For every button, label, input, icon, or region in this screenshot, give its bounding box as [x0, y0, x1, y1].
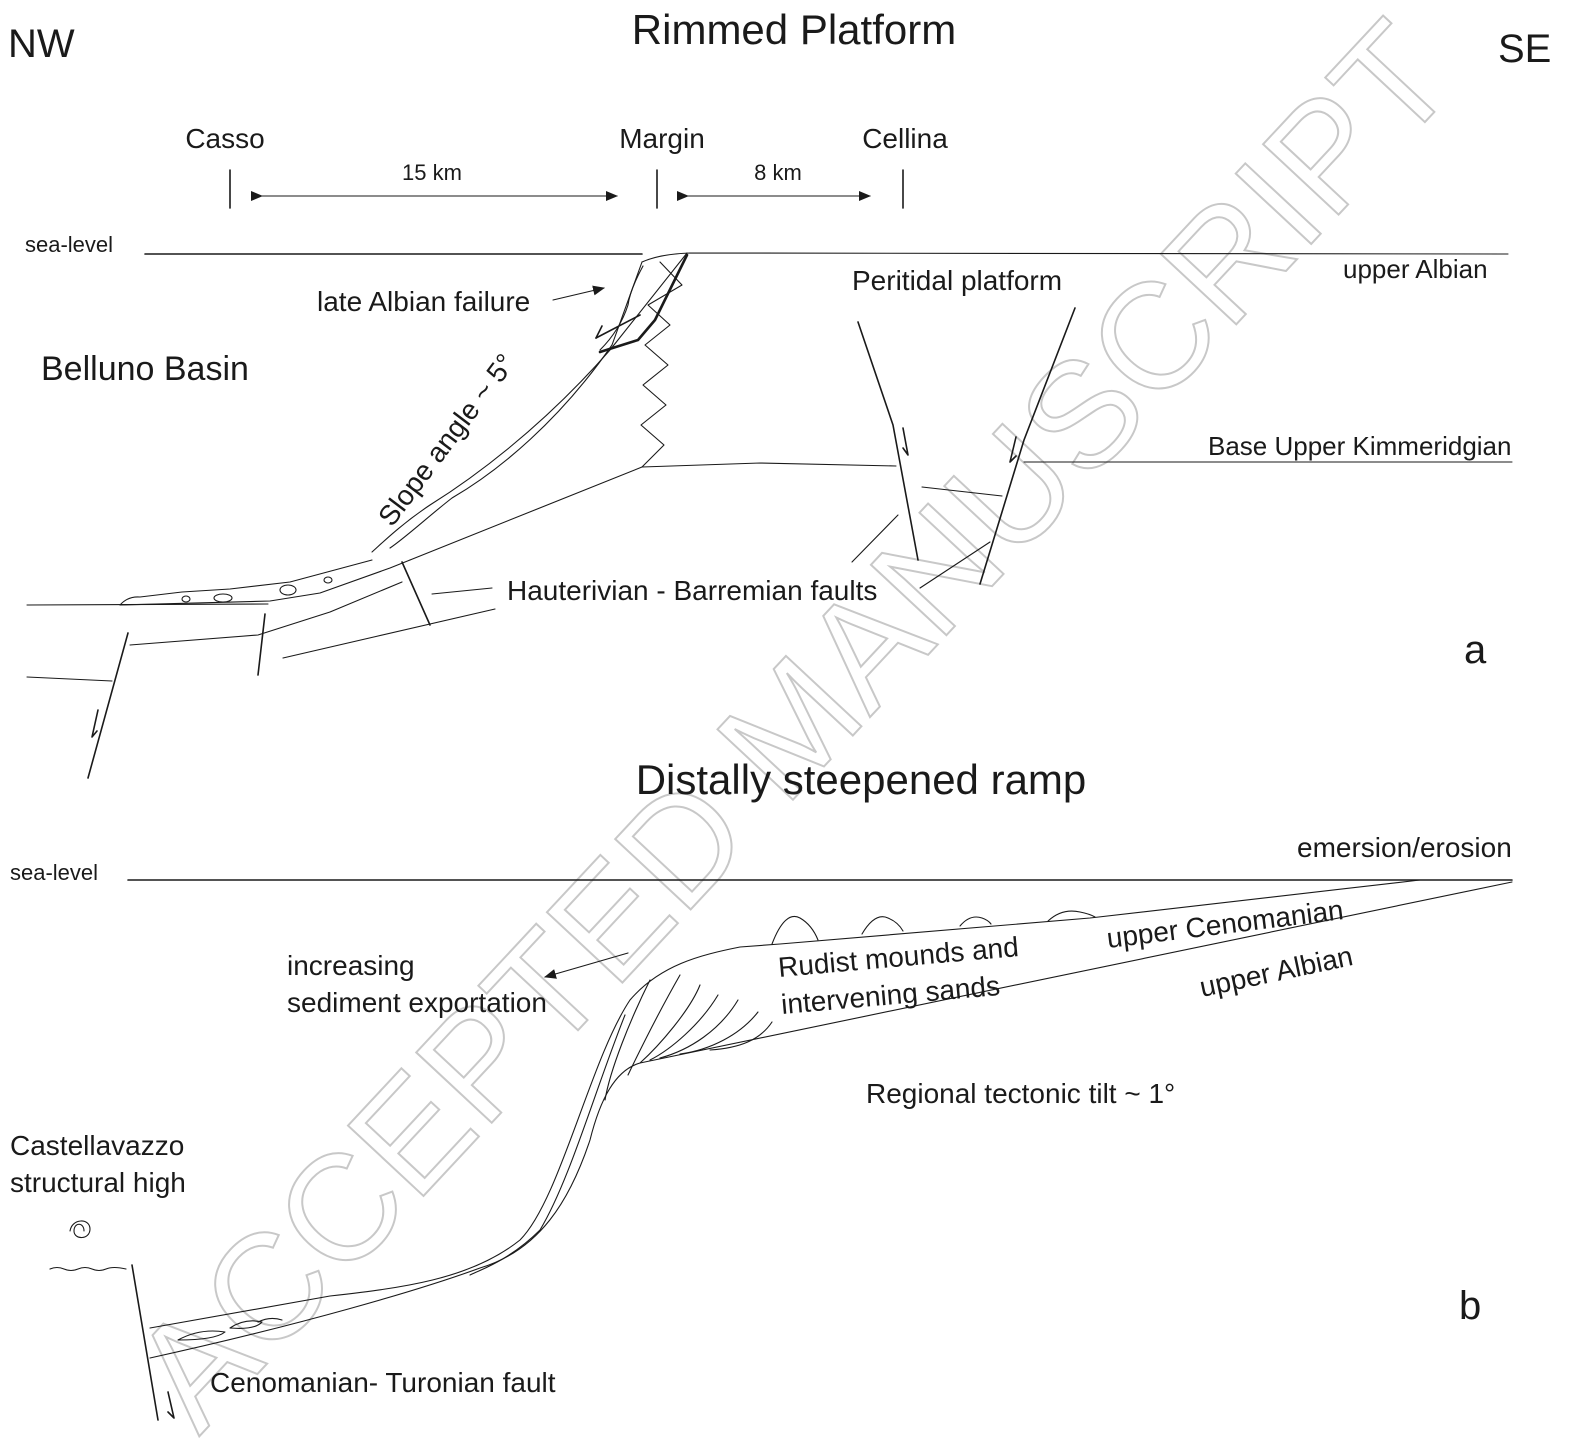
label-increasing-line1: increasing: [287, 950, 415, 981]
debris-top-line: [120, 560, 372, 605]
panel-a-letter: a: [1464, 628, 1487, 672]
debris-base-line: [120, 560, 410, 605]
watermark: ACCEPTED MANUSCRIPT: [100, 0, 1485, 1439]
locality-margin: Margin: [619, 123, 705, 154]
orientation-se: SE: [1498, 27, 1551, 71]
distance-15km: 15 km: [402, 160, 462, 185]
label-late-albian-failure: late Albian failure: [317, 286, 530, 317]
distance-8km: 8 km: [754, 160, 802, 185]
arrow-failure: [553, 288, 604, 300]
panel-b-letter: b: [1459, 1284, 1481, 1328]
label-upper-albian-b: upper Albian: [1197, 940, 1356, 1003]
label-emersion-erosion: emersion/erosion: [1297, 832, 1512, 863]
fault-hb-2: [258, 614, 265, 675]
rudist-mound: [772, 916, 818, 944]
panel-a-title: Rimmed Platform: [632, 6, 956, 53]
basin-lower-horizon: [130, 582, 402, 645]
label-ct-fault: Cenomanian- Turonian fault: [210, 1367, 556, 1398]
label-castellavazzo-line1: Castellavazzo: [10, 1130, 184, 1161]
rudist-mound: [862, 917, 903, 934]
failure-block: [600, 266, 643, 350]
label-increasing-line2: sediment exportation: [287, 987, 547, 1018]
label-base-upper-kimmeridgian: Base Upper Kimmeridgian: [1208, 431, 1511, 461]
slip-arrow-hb-1: [92, 710, 98, 737]
label-slope-angle: Slope angle ~ 5°: [372, 348, 521, 532]
leader-hb-west: [432, 588, 492, 594]
label-upper-albian-a: upper Albian: [1343, 254, 1488, 284]
clinoform-line: [710, 1022, 772, 1050]
debris-clast: [280, 585, 296, 595]
debris-clast: [214, 594, 232, 602]
high-surface-wavy: [50, 1268, 126, 1271]
sea-level-label-a: sea-level: [25, 232, 113, 257]
locality-casso: Casso: [185, 123, 264, 154]
fault-hb-1: [88, 633, 128, 778]
debris-clast: [324, 577, 332, 583]
clinoform-line: [680, 1012, 758, 1054]
locality-cellina: Cellina: [862, 123, 948, 154]
label-peritidal-platform: Peritidal platform: [852, 265, 1062, 296]
label-hauterivian-barremian-faults: Hauterivian - Barremian faults: [507, 575, 877, 606]
clinoform-line: [650, 995, 718, 1060]
rudist-mound: [960, 917, 991, 926]
fault-hb-3: [402, 562, 430, 625]
basin-deep-horizon-west: [27, 677, 112, 681]
ammonite-fossil-icon: [70, 1221, 90, 1238]
facies-zigzag: [641, 262, 682, 467]
label-regional-tilt: Regional tectonic tilt ~ 1°: [866, 1078, 1175, 1109]
label-castellavazzo-line2: structural high: [10, 1167, 186, 1198]
debris-clast: [182, 596, 190, 602]
label-belluno-basin: Belluno Basin: [41, 350, 249, 388]
sea-level-label-b: sea-level: [10, 860, 98, 885]
label-upper-cenomanian: upper Cenomanian: [1105, 894, 1345, 954]
panel-b-title: Distally steepened ramp: [636, 756, 1087, 803]
orientation-nw: NW: [8, 22, 75, 66]
slip-arrow-west-graben: [903, 428, 908, 455]
